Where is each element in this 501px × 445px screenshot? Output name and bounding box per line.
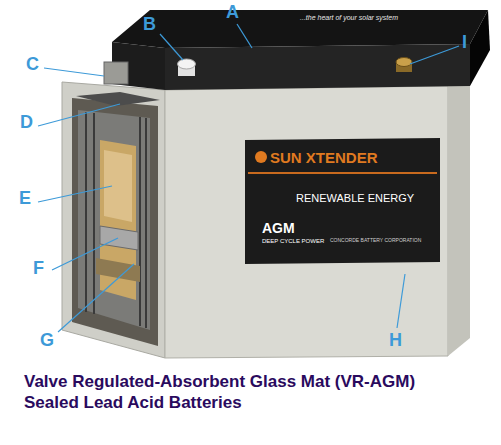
brand-name: SUN XTENDER <box>270 149 378 166</box>
cell-cavity <box>72 98 158 346</box>
label-stripe <box>248 172 437 174</box>
callout-letter: B <box>143 14 156 35</box>
callout-letter: E <box>19 188 31 209</box>
callout-letter: C <box>26 54 39 75</box>
terminals <box>104 58 412 85</box>
leader-line <box>44 68 104 76</box>
sun-logo <box>255 151 267 163</box>
product-label <box>245 138 440 264</box>
leader-lines <box>38 24 459 332</box>
lid-slogan: ...the heart of your solar system <box>300 14 398 22</box>
plate-edge <box>85 112 87 312</box>
product-line: RENEWABLE ENERGY <box>296 192 414 205</box>
strap <box>76 92 160 106</box>
maker-name: CONCORDE BATTERY CORPORATION <box>330 238 421 244</box>
plate-edge <box>93 113 95 314</box>
product-subtitle: DEEP CYCLE POWER <box>262 238 324 245</box>
callout-letter: I <box>462 32 467 53</box>
leader-line <box>38 104 120 126</box>
label-panel <box>245 138 440 264</box>
leader-line <box>410 46 459 64</box>
plate-edge <box>145 118 147 328</box>
plate <box>100 226 138 250</box>
leader-line <box>237 24 252 48</box>
callout-letter: D <box>20 112 33 133</box>
leader-line <box>52 238 118 270</box>
lid-top <box>112 10 488 48</box>
caption: Valve Regulated-Absorbent Glass Mat (VR-… <box>24 371 454 413</box>
lid-side <box>470 10 490 86</box>
plate-edge <box>139 117 141 326</box>
callout-letter: F <box>33 258 44 279</box>
cutaway-side <box>62 82 165 358</box>
lid <box>112 10 490 90</box>
leader-line <box>160 34 183 60</box>
leader-line <box>38 186 112 202</box>
valve-cap-top <box>178 59 196 69</box>
corner-post <box>104 62 128 84</box>
callout-letter: G <box>40 330 54 351</box>
plate-stack <box>78 110 150 330</box>
leader-line <box>58 264 134 332</box>
battery-type: AGM <box>262 220 295 236</box>
leader-line <box>397 274 405 328</box>
lid-front <box>165 44 470 90</box>
front-face <box>165 86 448 358</box>
battery-body <box>62 80 470 358</box>
glass-mat-face <box>104 150 132 222</box>
callout-letter: A <box>226 2 239 23</box>
terminal-top <box>396 58 412 67</box>
right-face <box>448 80 470 356</box>
callout-letter: H <box>389 330 402 351</box>
